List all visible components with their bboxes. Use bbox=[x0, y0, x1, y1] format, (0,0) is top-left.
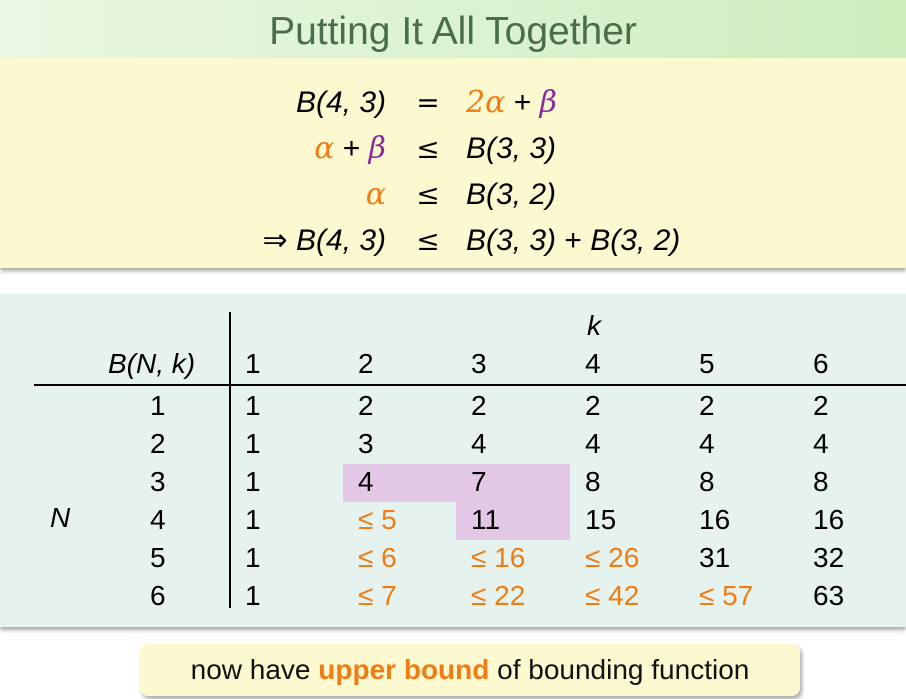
table-cell: 1 bbox=[245, 580, 261, 611]
equation-row-1: B(4, 3) = 2α + β bbox=[0, 82, 906, 124]
summary-note: now have upper bound of bounding functio… bbox=[140, 644, 800, 696]
row-label-n-3: 3 bbox=[150, 466, 166, 497]
table-cell: 2 bbox=[471, 390, 487, 421]
n-label: N bbox=[50, 502, 71, 533]
slide-title: Putting It All Together bbox=[269, 10, 637, 53]
k-header-4: 4 bbox=[585, 348, 601, 379]
table-cell: 32 bbox=[813, 542, 845, 573]
equation-relation: ≤ bbox=[416, 178, 440, 211]
note-emphasis: upper bound bbox=[318, 654, 490, 685]
k-label: k bbox=[587, 310, 601, 341]
title-bar: Putting It All Together bbox=[0, 0, 906, 58]
header-rule bbox=[34, 384, 906, 386]
equation-lhs: α + β bbox=[314, 128, 386, 170]
highlight-cell-3-3 bbox=[456, 464, 570, 502]
note-after: of bounding function bbox=[489, 654, 750, 685]
equation-relation: ≤ bbox=[416, 224, 440, 257]
table-cell: 16 bbox=[699, 504, 731, 535]
equation-relation: = bbox=[416, 86, 440, 119]
table-cell: 11 bbox=[471, 504, 501, 535]
k-header-1: 1 bbox=[245, 348, 261, 379]
k-header-5: 5 bbox=[699, 348, 715, 379]
table-cell: 16 bbox=[813, 504, 845, 535]
row-label-n-5: 5 bbox=[150, 542, 166, 573]
row-label-n-6: 6 bbox=[150, 580, 166, 611]
equation-row-3: α ≤ B(3, 2) bbox=[0, 174, 906, 216]
table-cell: ≤ 57 bbox=[699, 580, 754, 611]
table-cell: ≤ 26 bbox=[585, 542, 640, 573]
equation-rhs: 2α + β bbox=[466, 82, 557, 124]
equation-box: B(4, 3) = 2α + β α + β ≤ B(3, 3) α ≤ B(3… bbox=[0, 58, 906, 268]
table-cell: ≤ 42 bbox=[585, 580, 640, 611]
highlight-cell-3-2 bbox=[343, 464, 456, 502]
eq3-lhs-alpha: α bbox=[365, 177, 386, 212]
table-cell: 3 bbox=[358, 428, 374, 459]
highlight-cell-4-3 bbox=[456, 502, 570, 540]
note-before: now have bbox=[190, 654, 319, 685]
table-cell: 1 bbox=[245, 428, 261, 459]
table-cell: 15 bbox=[585, 504, 617, 535]
table-cell: ≤ 7 bbox=[358, 580, 397, 611]
eq1-lhs-text: B(4, 3) bbox=[295, 86, 386, 119]
eq4-lhs-text: B(4, 3) bbox=[295, 224, 386, 257]
table-cell: 8 bbox=[813, 466, 829, 497]
equation-relation: ≤ bbox=[416, 132, 440, 165]
eq4-rhs-b: B(3, 2) bbox=[590, 224, 681, 257]
table-cell: 2 bbox=[358, 390, 374, 421]
table-cell: 2 bbox=[585, 390, 601, 421]
eq3-rhs: B(3, 2) bbox=[466, 178, 557, 211]
table-cell: ≤ 5 bbox=[358, 504, 397, 535]
table-cell: 2 bbox=[813, 390, 829, 421]
table-cell: 4 bbox=[585, 428, 601, 459]
plus-sign: + bbox=[342, 132, 369, 165]
table-cell: 8 bbox=[699, 466, 715, 497]
table-cell: 4 bbox=[471, 428, 487, 459]
column-rule bbox=[229, 312, 231, 608]
table-cell: 4 bbox=[699, 428, 715, 459]
row-label-n-4: 4 bbox=[150, 504, 166, 535]
equation-lhs: B(4, 3) bbox=[296, 82, 386, 124]
plus-sign: + bbox=[564, 224, 591, 257]
table-cell: 4 bbox=[358, 466, 374, 497]
k-header-3: 3 bbox=[471, 348, 487, 379]
table-cell: 63 bbox=[813, 580, 845, 611]
k-header-6: 6 bbox=[813, 348, 829, 379]
eq2-lhs-beta: β bbox=[368, 131, 386, 166]
implies-arrow: ⇒ bbox=[262, 223, 288, 258]
table-cell: 8 bbox=[585, 466, 601, 497]
equation-lhs: α bbox=[366, 174, 386, 216]
table-cell: 4 bbox=[813, 428, 829, 459]
table-cell: ≤ 6 bbox=[358, 542, 397, 573]
eq1-rhs-alpha: 2α bbox=[466, 85, 506, 120]
table-cell: 1 bbox=[245, 466, 261, 497]
eq1-rhs-beta: β bbox=[539, 85, 557, 120]
table-cell: 2 bbox=[699, 390, 715, 421]
table-cell: 1 bbox=[245, 542, 261, 573]
corner-label: B(N, k) bbox=[108, 348, 196, 379]
table-cell: ≤ 22 bbox=[471, 580, 526, 611]
eq2-rhs: B(3, 3) bbox=[466, 132, 557, 165]
equation-row-4: ⇒ B(4, 3) ≤ B(3, 3) + B(3, 2) bbox=[0, 220, 906, 262]
table-cell: 1 bbox=[245, 390, 261, 421]
k-header-2: 2 bbox=[358, 348, 374, 379]
row-label-n-1: 1 bbox=[150, 390, 166, 421]
table-cell: 7 bbox=[471, 466, 487, 497]
plus-sign: + bbox=[513, 86, 540, 119]
eq2-lhs-alpha: α bbox=[314, 131, 335, 166]
table-cell: 31 bbox=[699, 542, 731, 573]
eq4-rhs-a: B(3, 3) bbox=[466, 224, 557, 257]
table-cell: 1 bbox=[245, 504, 261, 535]
table-cell: ≤ 16 bbox=[471, 542, 526, 573]
equation-rhs: B(3, 3) + B(3, 2) bbox=[466, 220, 680, 262]
equation-row-2: α + β ≤ B(3, 3) bbox=[0, 128, 906, 170]
equation-lhs: ⇒ B(4, 3) bbox=[262, 220, 386, 262]
row-label-n-2: 2 bbox=[150, 428, 166, 459]
